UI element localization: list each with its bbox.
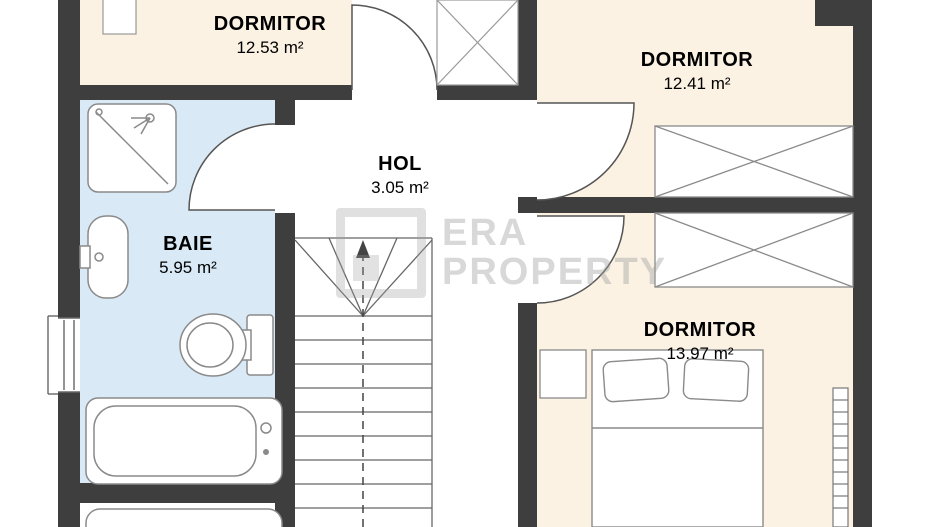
room-label-dormitor-1: DORMITOR 12.53 m² (150, 12, 390, 60)
window-icon (47, 315, 80, 395)
era-logo-mark (353, 255, 379, 281)
room-area: 12.53 m² (236, 38, 304, 57)
wall-bedrooms-divider (518, 197, 872, 213)
watermark: ERA PROPERTY (336, 208, 667, 298)
wall-top-right (815, 0, 872, 26)
room-label-dormitor-2: DORMITOR 12.41 m² (577, 48, 817, 96)
watermark-text: ERA PROPERTY (442, 214, 667, 292)
wall-left-upper (58, 0, 80, 318)
room-area: 13.97 m² (666, 344, 734, 363)
era-logo-icon (336, 208, 426, 298)
room-label-dormitor-3: DORMITOR 13.97 m² (580, 318, 820, 366)
room-dormitor-2 (537, 0, 853, 197)
room-name: HOL (378, 153, 422, 175)
shaft-icon (436, 0, 519, 86)
watermark-line2: PROPERTY (442, 251, 668, 293)
wall-bedroom1-bottom (80, 85, 352, 100)
wall-bath-right-stub (275, 100, 295, 125)
watermark-line1: ERA (442, 212, 529, 254)
wall-below-shaft (437, 85, 518, 100)
room-area: 3.05 m² (371, 178, 429, 197)
wall-bottom-left (58, 483, 295, 503)
wall-hall-right-upper (518, 0, 537, 100)
room-area: 5.95 m² (159, 258, 217, 277)
room-name: BAIE (163, 233, 213, 255)
room-name: DORMITOR (213, 13, 327, 35)
room-label-hol: HOL 3.05 m² (320, 152, 480, 200)
room-name: DORMITOR (643, 319, 757, 341)
wall-right (853, 0, 872, 527)
room-label-baie: BAIE 5.95 m² (88, 232, 288, 280)
wall-hall-right-lower (518, 303, 537, 527)
room-area: 12.41 m² (663, 74, 731, 93)
room-name: DORMITOR (640, 49, 754, 71)
wall-left-lower (58, 392, 80, 527)
bathtub-lower-icon (85, 508, 283, 527)
room-baie (80, 100, 275, 483)
